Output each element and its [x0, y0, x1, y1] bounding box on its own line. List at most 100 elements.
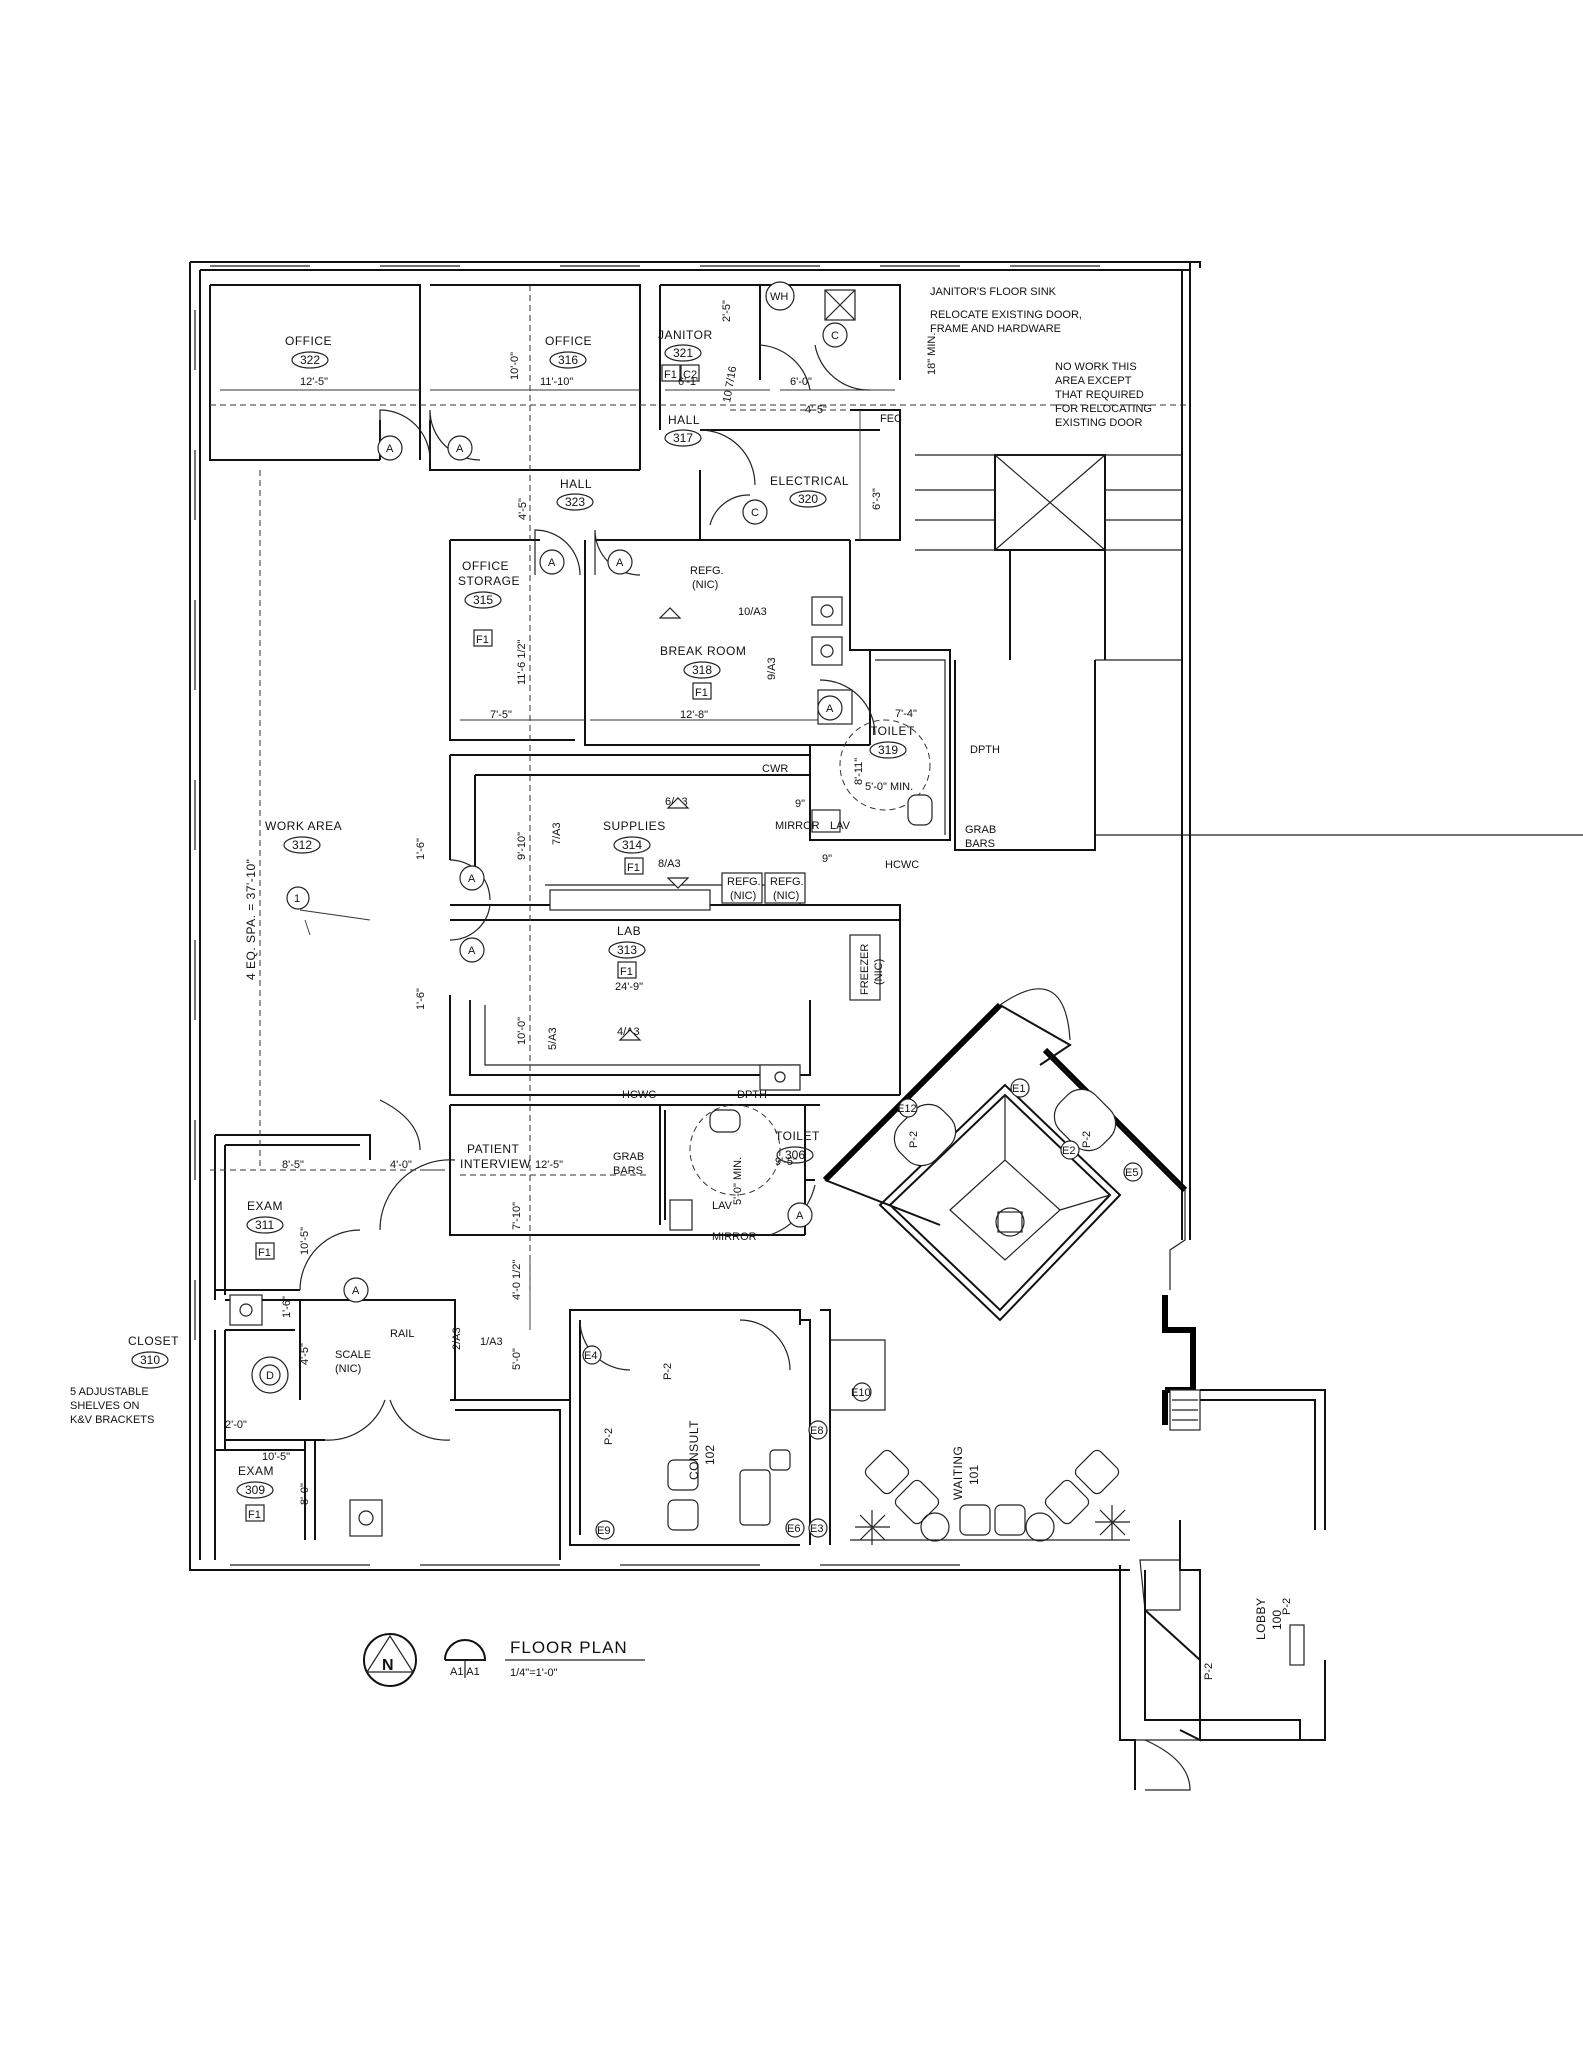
- svg-text:DPTH: DPTH: [737, 1089, 767, 1101]
- svg-text:GRAB: GRAB: [613, 1151, 644, 1163]
- room-name: CLOSET: [128, 1334, 179, 1348]
- svg-text:4'-0 1/2": 4'-0 1/2": [511, 1260, 523, 1300]
- svg-text:D: D: [266, 1370, 274, 1382]
- room-name: HALL: [668, 413, 700, 427]
- svg-text:A: A: [548, 557, 556, 569]
- room-number: 312: [292, 838, 312, 852]
- svg-text:F1: F1: [627, 862, 640, 874]
- svg-text:8/A3: 8/A3: [658, 858, 681, 870]
- sheet-title: FLOOR PLAN: [510, 1638, 628, 1657]
- room-number: 317: [673, 431, 693, 445]
- svg-text:CWR: CWR: [762, 763, 788, 775]
- svg-text:5'-0" MIN.: 5'-0" MIN.: [865, 781, 913, 793]
- room-name: WAITING: [951, 1446, 965, 1500]
- svg-text:RAIL: RAIL: [390, 1328, 414, 1340]
- room-number: 311: [255, 1218, 274, 1232]
- room-name: STORAGE: [458, 574, 520, 588]
- svg-text:12'-8": 12'-8": [680, 709, 708, 721]
- svg-text:7'-5": 7'-5": [490, 709, 512, 721]
- svg-text:12'-5": 12'-5": [300, 376, 328, 388]
- room-number: 320: [798, 492, 818, 506]
- svg-text:E6: E6: [787, 1523, 800, 1535]
- svg-text:9/A3: 9/A3: [766, 657, 778, 680]
- svg-text:5/A3: 5/A3: [547, 1027, 559, 1050]
- svg-text:K&V BRACKETS: K&V BRACKETS: [70, 1414, 154, 1426]
- svg-text:LAV: LAV: [830, 820, 851, 832]
- svg-text:FEC: FEC: [880, 413, 902, 425]
- svg-text:A: A: [796, 1210, 804, 1222]
- room-name: JANITOR: [658, 328, 713, 342]
- equipment-tags: E1 E2 E3 E4 E5 E6 E8 E9 E10 E12: [582, 1078, 1143, 1540]
- svg-text:2/A3: 2/A3: [451, 1327, 463, 1350]
- svg-text:E4: E4: [584, 1350, 597, 1362]
- room-number: 309: [245, 1483, 265, 1497]
- svg-text:9'-5": 9'-5": [775, 1156, 797, 1168]
- svg-text:1'-6": 1'-6": [281, 1296, 293, 1318]
- svg-text:10'-5": 10'-5": [262, 1451, 290, 1463]
- svg-text:MIRROR: MIRROR: [712, 1231, 757, 1243]
- reception-walls: [822, 988, 1188, 1322]
- room-labels: OFFICE 322 OFFICE 316 JANITOR 321 HALL 3…: [128, 328, 1284, 1640]
- room-name: ELECTRICAL: [770, 474, 849, 488]
- svg-text:(NIC): (NIC): [335, 1363, 361, 1375]
- svg-text:9": 9": [795, 798, 805, 810]
- svg-text:12'-5": 12'-5": [535, 1159, 563, 1171]
- svg-text:AREA EXCEPT: AREA EXCEPT: [1055, 375, 1132, 387]
- svg-text:P-2: P-2: [1281, 1598, 1293, 1615]
- svg-text:F1: F1: [258, 1247, 271, 1259]
- svg-text:4'-5": 4'-5": [805, 404, 827, 416]
- svg-text:LAV: LAV: [712, 1200, 733, 1212]
- svg-text:8'-5": 8'-5": [282, 1159, 304, 1171]
- svg-text:P-2: P-2: [603, 1428, 615, 1445]
- svg-text:REFG.: REFG.: [770, 876, 804, 888]
- svg-text:(NIC): (NIC): [692, 579, 718, 591]
- svg-text:24'-9": 24'-9": [615, 981, 643, 993]
- svg-text:THAT REQUIRED: THAT REQUIRED: [1055, 389, 1144, 401]
- svg-text:8'-0": 8'-0": [299, 1483, 311, 1505]
- section-markers: 10/A3 9/A3 6/A3 7/A3 8/A3 5/A3 4/A3 2/A3…: [286, 606, 778, 1350]
- svg-text:FRAME AND HARDWARE: FRAME AND HARDWARE: [930, 323, 1061, 335]
- svg-text:9": 9": [822, 853, 832, 865]
- svg-text:E12: E12: [897, 1103, 917, 1115]
- svg-text:7/A3: 7/A3: [551, 822, 563, 845]
- room-number: 322: [300, 353, 320, 367]
- svg-text:6'-1": 6'-1": [678, 376, 700, 388]
- svg-text:DPTH: DPTH: [970, 744, 1000, 756]
- door-swings: [299, 344, 876, 1441]
- svg-text:BARS: BARS: [613, 1165, 643, 1177]
- svg-text:A: A: [352, 1285, 360, 1297]
- note: JANITOR'S FLOOR SINK: [930, 286, 1057, 298]
- room-name: INTERVIEW: [460, 1157, 531, 1171]
- svg-text:(NIC): (NIC): [773, 890, 799, 902]
- svg-text:SCALE: SCALE: [335, 1349, 371, 1361]
- room-name: EXAM: [247, 1199, 283, 1213]
- svg-text:C: C: [831, 330, 839, 342]
- room-name: LOBBY: [1254, 1597, 1268, 1640]
- svg-text:(NIC): (NIC): [730, 890, 756, 902]
- sheet-scale: 1/4"=1'-0": [510, 1667, 558, 1679]
- svg-text:C: C: [751, 507, 759, 519]
- svg-text:F1: F1: [695, 687, 708, 699]
- room-number: 101: [967, 1465, 981, 1485]
- room-name: HALL: [560, 477, 592, 491]
- detail-ref: A1|A1: [450, 1666, 480, 1678]
- svg-text:MIRROR: MIRROR: [775, 820, 820, 832]
- room-name: OFFICE: [285, 334, 332, 348]
- svg-text:P-2: P-2: [1203, 1663, 1215, 1680]
- svg-text:7'-10": 7'-10": [511, 1202, 523, 1230]
- room-name: OFFICE: [462, 559, 509, 573]
- svg-text:A: A: [468, 873, 476, 885]
- room-number: 323: [565, 495, 585, 509]
- room-name: TOILET: [870, 724, 915, 738]
- svg-text:10'-0": 10'-0": [516, 1017, 528, 1045]
- room-name: OFFICE: [545, 334, 592, 348]
- room-number: 313: [617, 943, 637, 957]
- svg-text:FOR RELOCATING: FOR RELOCATING: [1055, 403, 1152, 415]
- room-number: 102: [703, 1445, 717, 1465]
- svg-text:10/A3: 10/A3: [738, 606, 767, 618]
- svg-text:FREEZER: FREEZER: [859, 944, 871, 995]
- svg-text:2'-0": 2'-0": [225, 1419, 247, 1431]
- svg-text:7'-4": 7'-4": [895, 708, 917, 720]
- svg-text:GRAB: GRAB: [965, 824, 996, 836]
- svg-text:(NIC): (NIC): [873, 959, 885, 985]
